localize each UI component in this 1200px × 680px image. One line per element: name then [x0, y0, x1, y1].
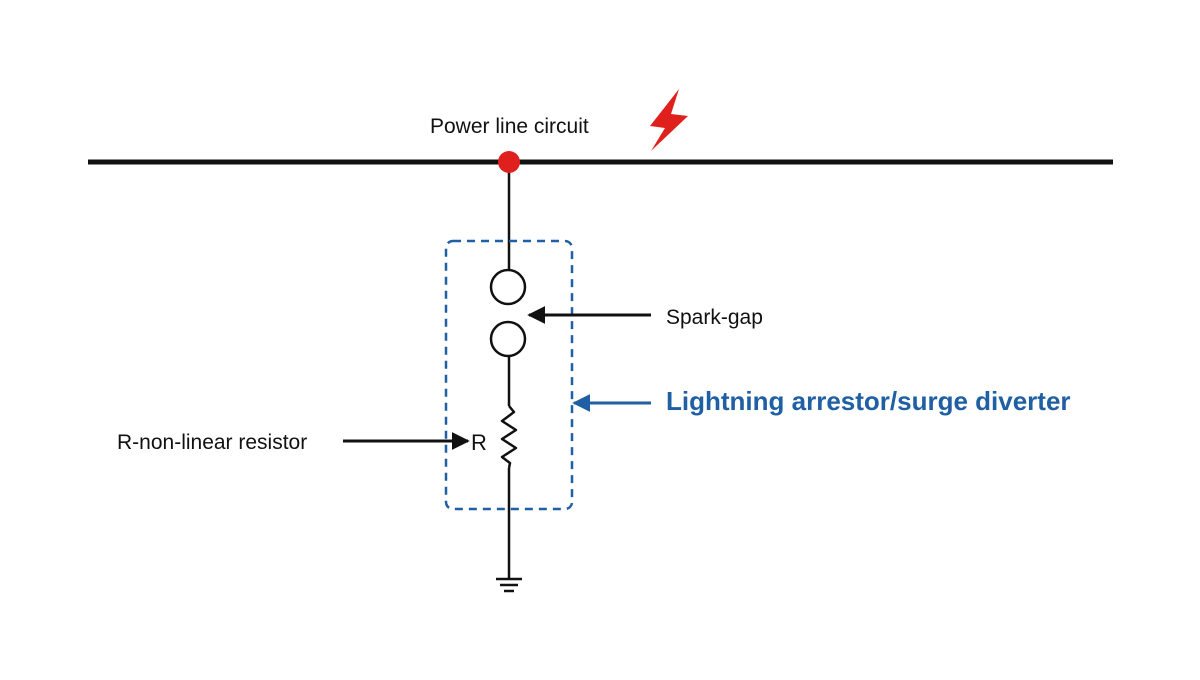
spark-gap-lower-electrode [489, 320, 527, 358]
power-line-label: Power line circuit [430, 115, 589, 138]
resistor-symbol-label: R [471, 430, 487, 455]
arrestor-boundary-box [444, 239, 574, 511]
spark-gap-label: Spark-gap [666, 306, 763, 329]
non-linear-resistor-symbol [500, 405, 518, 469]
arrestor-label: Lightning arrestor/surge diverter [666, 386, 1071, 416]
spark-gap-upper-electrode [489, 268, 527, 306]
junction-point [498, 151, 520, 173]
resistor-description-label: R-non-linear resistor [117, 431, 307, 454]
ground-symbol-icon [496, 577, 522, 593]
lightning-bolt-icon [650, 89, 688, 151]
